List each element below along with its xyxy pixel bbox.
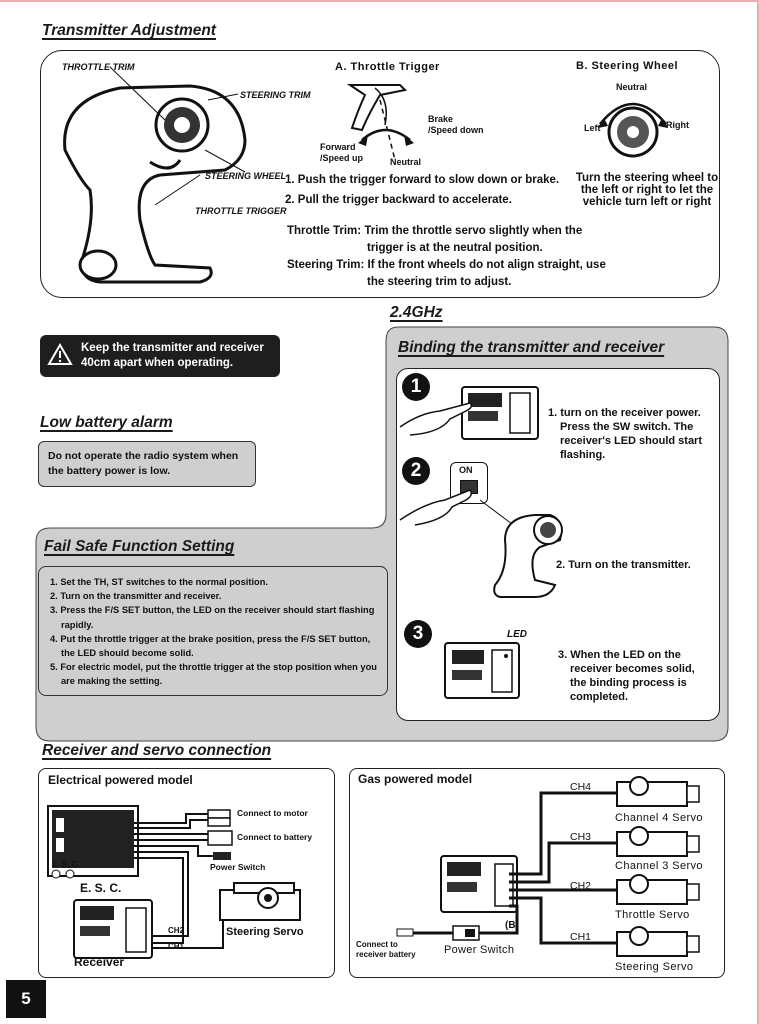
transmitter-hand-illustration-2 bbox=[399, 489, 563, 598]
electric-power-switch-label: Power Switch bbox=[210, 862, 266, 872]
step-3-text: 3. When the LED on the receiver becomes … bbox=[558, 649, 695, 703]
throttle-step-1: 1. Push the trigger forward to slow down… bbox=[285, 174, 560, 186]
neutral-label: Neutral bbox=[390, 157, 422, 167]
left-label: Left bbox=[584, 123, 601, 133]
throttle-trim-description: Throttle Trim: Trim the throttle servo s… bbox=[287, 225, 583, 254]
step-2-text: 2. Turn on the transmitter. bbox=[556, 559, 691, 571]
steering-trim-label: STEERING TRIM bbox=[240, 90, 311, 100]
electric-title: Electrical powered model bbox=[48, 773, 193, 787]
receiver-illustration-3 bbox=[444, 642, 520, 699]
gas-ch2-label: CH2 bbox=[570, 880, 592, 892]
gas-steering-servo-label: Steering Servo bbox=[615, 961, 694, 973]
connect-motor-label: Connect to motor bbox=[237, 808, 308, 818]
gas-ch4-label: CH4 bbox=[570, 781, 592, 793]
esc-small-label: E. S. C. bbox=[52, 860, 80, 869]
esc-label: E. S. C. bbox=[80, 881, 122, 895]
page-border-right bbox=[757, 0, 759, 1024]
electric-steering-servo-label: Steering Servo bbox=[226, 926, 304, 938]
gas-wiring-diagram bbox=[396, 776, 700, 957]
section-title-transmitter: Transmitter Adjustment bbox=[42, 22, 216, 39]
failsafe-text: 1. Set the TH, ST switches to the normal… bbox=[50, 577, 377, 687]
forward-label: Forward/Speed up bbox=[320, 142, 364, 163]
low-battery-box bbox=[38, 441, 256, 487]
step-2-badge: 2 bbox=[402, 457, 430, 485]
receiver-servo-title: Receiver and servo connection bbox=[42, 742, 272, 759]
throttle-trigger-label: THROTTLE TRIGGER bbox=[195, 206, 287, 216]
step-1-badge: 1 bbox=[402, 373, 430, 401]
throttle-step-2: 2. Pull the trigger backward to accelera… bbox=[285, 194, 512, 206]
sw-neutral-label: Neutral bbox=[616, 82, 648, 92]
channel-4-servo-label: Channel 4 Servo bbox=[615, 812, 703, 824]
throttle-trim-label: THROTTLE TRIM bbox=[62, 62, 135, 72]
ghz-title: 2.4GHz bbox=[390, 304, 443, 321]
electric-wiring-diagram bbox=[47, 805, 301, 959]
b-label: (B) bbox=[505, 920, 519, 931]
page-border-top bbox=[0, 0, 759, 2]
low-battery-title: Low battery alarm bbox=[40, 414, 173, 431]
warning-icon bbox=[47, 343, 73, 365]
on-label: ON bbox=[459, 465, 473, 475]
throttle-servo-label: Throttle Servo bbox=[615, 909, 690, 921]
gas-ch3-label: CH3 bbox=[570, 831, 592, 843]
connect-battery-label: Connect to battery bbox=[237, 832, 313, 842]
gas-title: Gas powered model bbox=[358, 772, 473, 786]
gas-power-switch-label: Power Switch bbox=[444, 944, 515, 956]
led-label: LED bbox=[507, 629, 527, 640]
step-1-text: 1. turn on the receiver power. Press the… bbox=[548, 407, 703, 461]
failsafe-title: Fail Safe Function Setting bbox=[44, 538, 235, 555]
channel-3-servo-label: Channel 3 Servo bbox=[615, 860, 703, 872]
steering-wheel-label: STEERING WHEEL bbox=[205, 171, 287, 181]
electric-ch2-label: CH2 bbox=[168, 926, 185, 935]
transmitter-illustration bbox=[63, 66, 247, 284]
steering-wheel-diagram bbox=[598, 102, 668, 158]
failsafe-box bbox=[38, 566, 388, 696]
gas-ch1-label: CH1 bbox=[570, 931, 592, 943]
binding-title: Binding the transmitter and receiver bbox=[398, 339, 665, 356]
throttle-trigger-diagram bbox=[346, 84, 414, 161]
receiver-hand-illustration-1 bbox=[399, 386, 539, 440]
electric-receiver-label: Receiver bbox=[74, 955, 125, 969]
throttle-trigger-title: A. Throttle Trigger bbox=[335, 61, 440, 73]
warning-box bbox=[40, 335, 280, 377]
page-number: 5 bbox=[6, 980, 46, 1018]
steering-wheel-title: B. Steering Wheel bbox=[576, 60, 679, 72]
brake-label: Brake/Speed down bbox=[428, 114, 484, 135]
electric-ch1-label: CH1 bbox=[168, 942, 185, 951]
right-label: Right bbox=[666, 120, 689, 130]
steering-trim-description: Steering Trim: If the front wheels do no… bbox=[287, 259, 606, 288]
step-3-badge: 3 bbox=[404, 620, 432, 648]
